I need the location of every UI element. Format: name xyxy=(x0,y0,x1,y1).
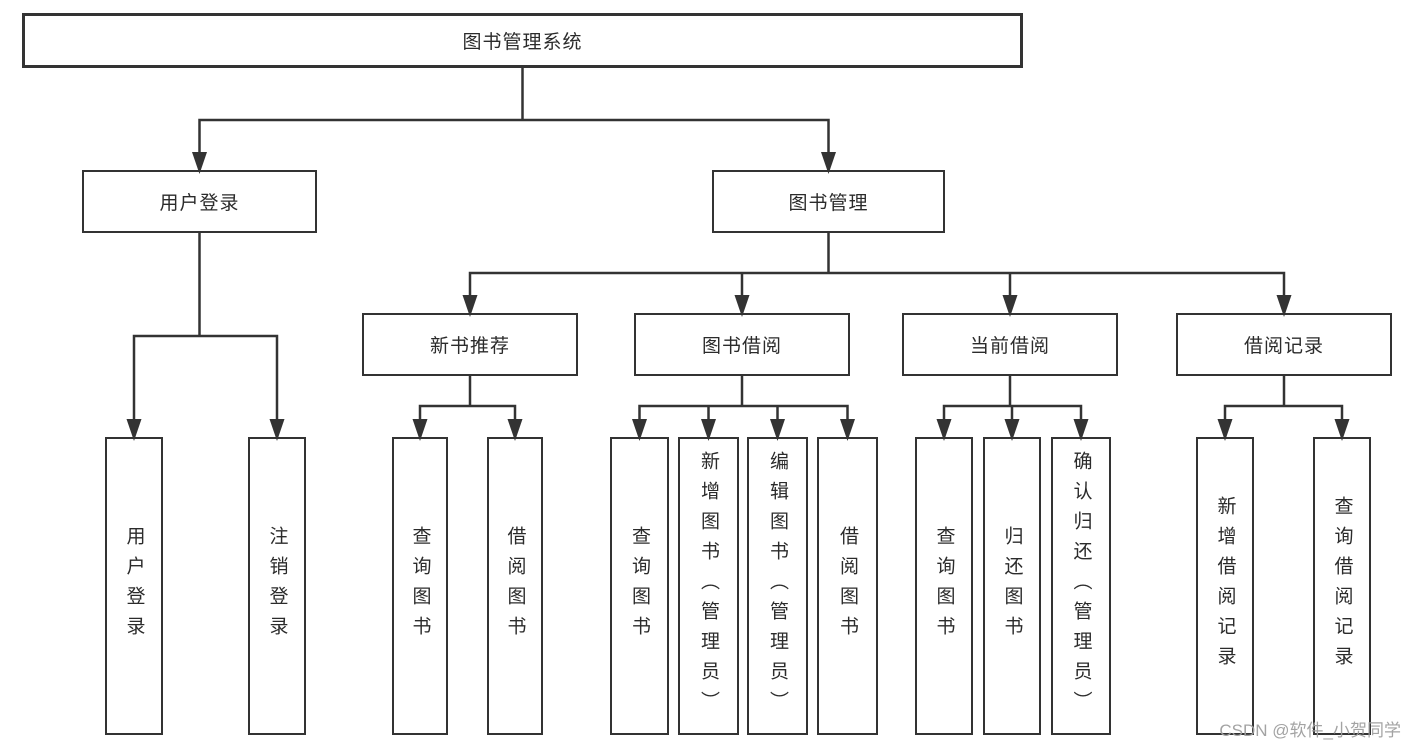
node-label: 当前借阅 xyxy=(969,336,1050,357)
leaf-query-books-recommend: 查询图书 xyxy=(392,437,448,735)
node-label: 图书管理系统 xyxy=(462,32,583,53)
leaf-logout: 注销登录 xyxy=(248,437,306,735)
node-label: 确认归还（管理员） xyxy=(1070,451,1092,721)
leaf-return-books: 归还图书 xyxy=(983,437,1041,735)
node-user-login: 用户登录 xyxy=(82,170,317,233)
node-label: 查询图书 xyxy=(409,526,431,646)
node-book-management: 图书管理 xyxy=(712,170,945,233)
node-label: 编辑图书（管理员） xyxy=(767,451,788,721)
leaf-borrow-books-recommend: 借阅图书 xyxy=(487,437,543,735)
node-new-book-recommend: 新书推荐 xyxy=(362,313,578,376)
node-label: 新书推荐 xyxy=(429,336,510,357)
leaf-query-books-borrowing: 查询图书 xyxy=(610,437,669,735)
node-label: 注销登录 xyxy=(266,526,288,646)
node-label: 新增借阅记录 xyxy=(1214,496,1236,676)
leaf-query-borrow-record: 查询借阅记录 xyxy=(1313,437,1371,735)
node-label: 借阅记录 xyxy=(1243,336,1324,357)
node-label: 图书借阅 xyxy=(701,336,782,357)
leaf-query-books-current: 查询图书 xyxy=(915,437,973,735)
node-label: 归还图书 xyxy=(1001,526,1023,646)
node-book-borrowing: 图书借阅 xyxy=(634,313,850,376)
node-label: 查询图书 xyxy=(629,526,650,646)
node-label: 图书管理 xyxy=(788,193,869,214)
leaf-user-login: 用户登录 xyxy=(105,437,163,735)
leaf-edit-books-admin: 编辑图书（管理员） xyxy=(747,437,808,735)
node-label: 用户登录 xyxy=(123,526,145,646)
node-label: 用户登录 xyxy=(159,193,240,214)
node-label: 借阅图书 xyxy=(504,526,526,646)
leaf-confirm-return-admin: 确认归还（管理员） xyxy=(1051,437,1111,735)
leaf-add-borrow-record: 新增借阅记录 xyxy=(1196,437,1254,735)
leaf-add-books-admin: 新增图书（管理员） xyxy=(678,437,739,735)
node-label: 借阅图书 xyxy=(837,526,858,646)
node-borrowing-records: 借阅记录 xyxy=(1176,313,1392,376)
node-library-management-system: 图书管理系统 xyxy=(22,13,1023,68)
node-current-borrowing: 当前借阅 xyxy=(902,313,1118,376)
leaf-borrow-books-borrowing: 借阅图书 xyxy=(817,437,878,735)
node-label: 新增图书（管理员） xyxy=(698,451,719,721)
watermark: CSDN @软件_小贺同学 xyxy=(1219,721,1401,740)
node-label: 查询借阅记录 xyxy=(1331,496,1353,676)
node-label: 查询图书 xyxy=(933,526,955,646)
